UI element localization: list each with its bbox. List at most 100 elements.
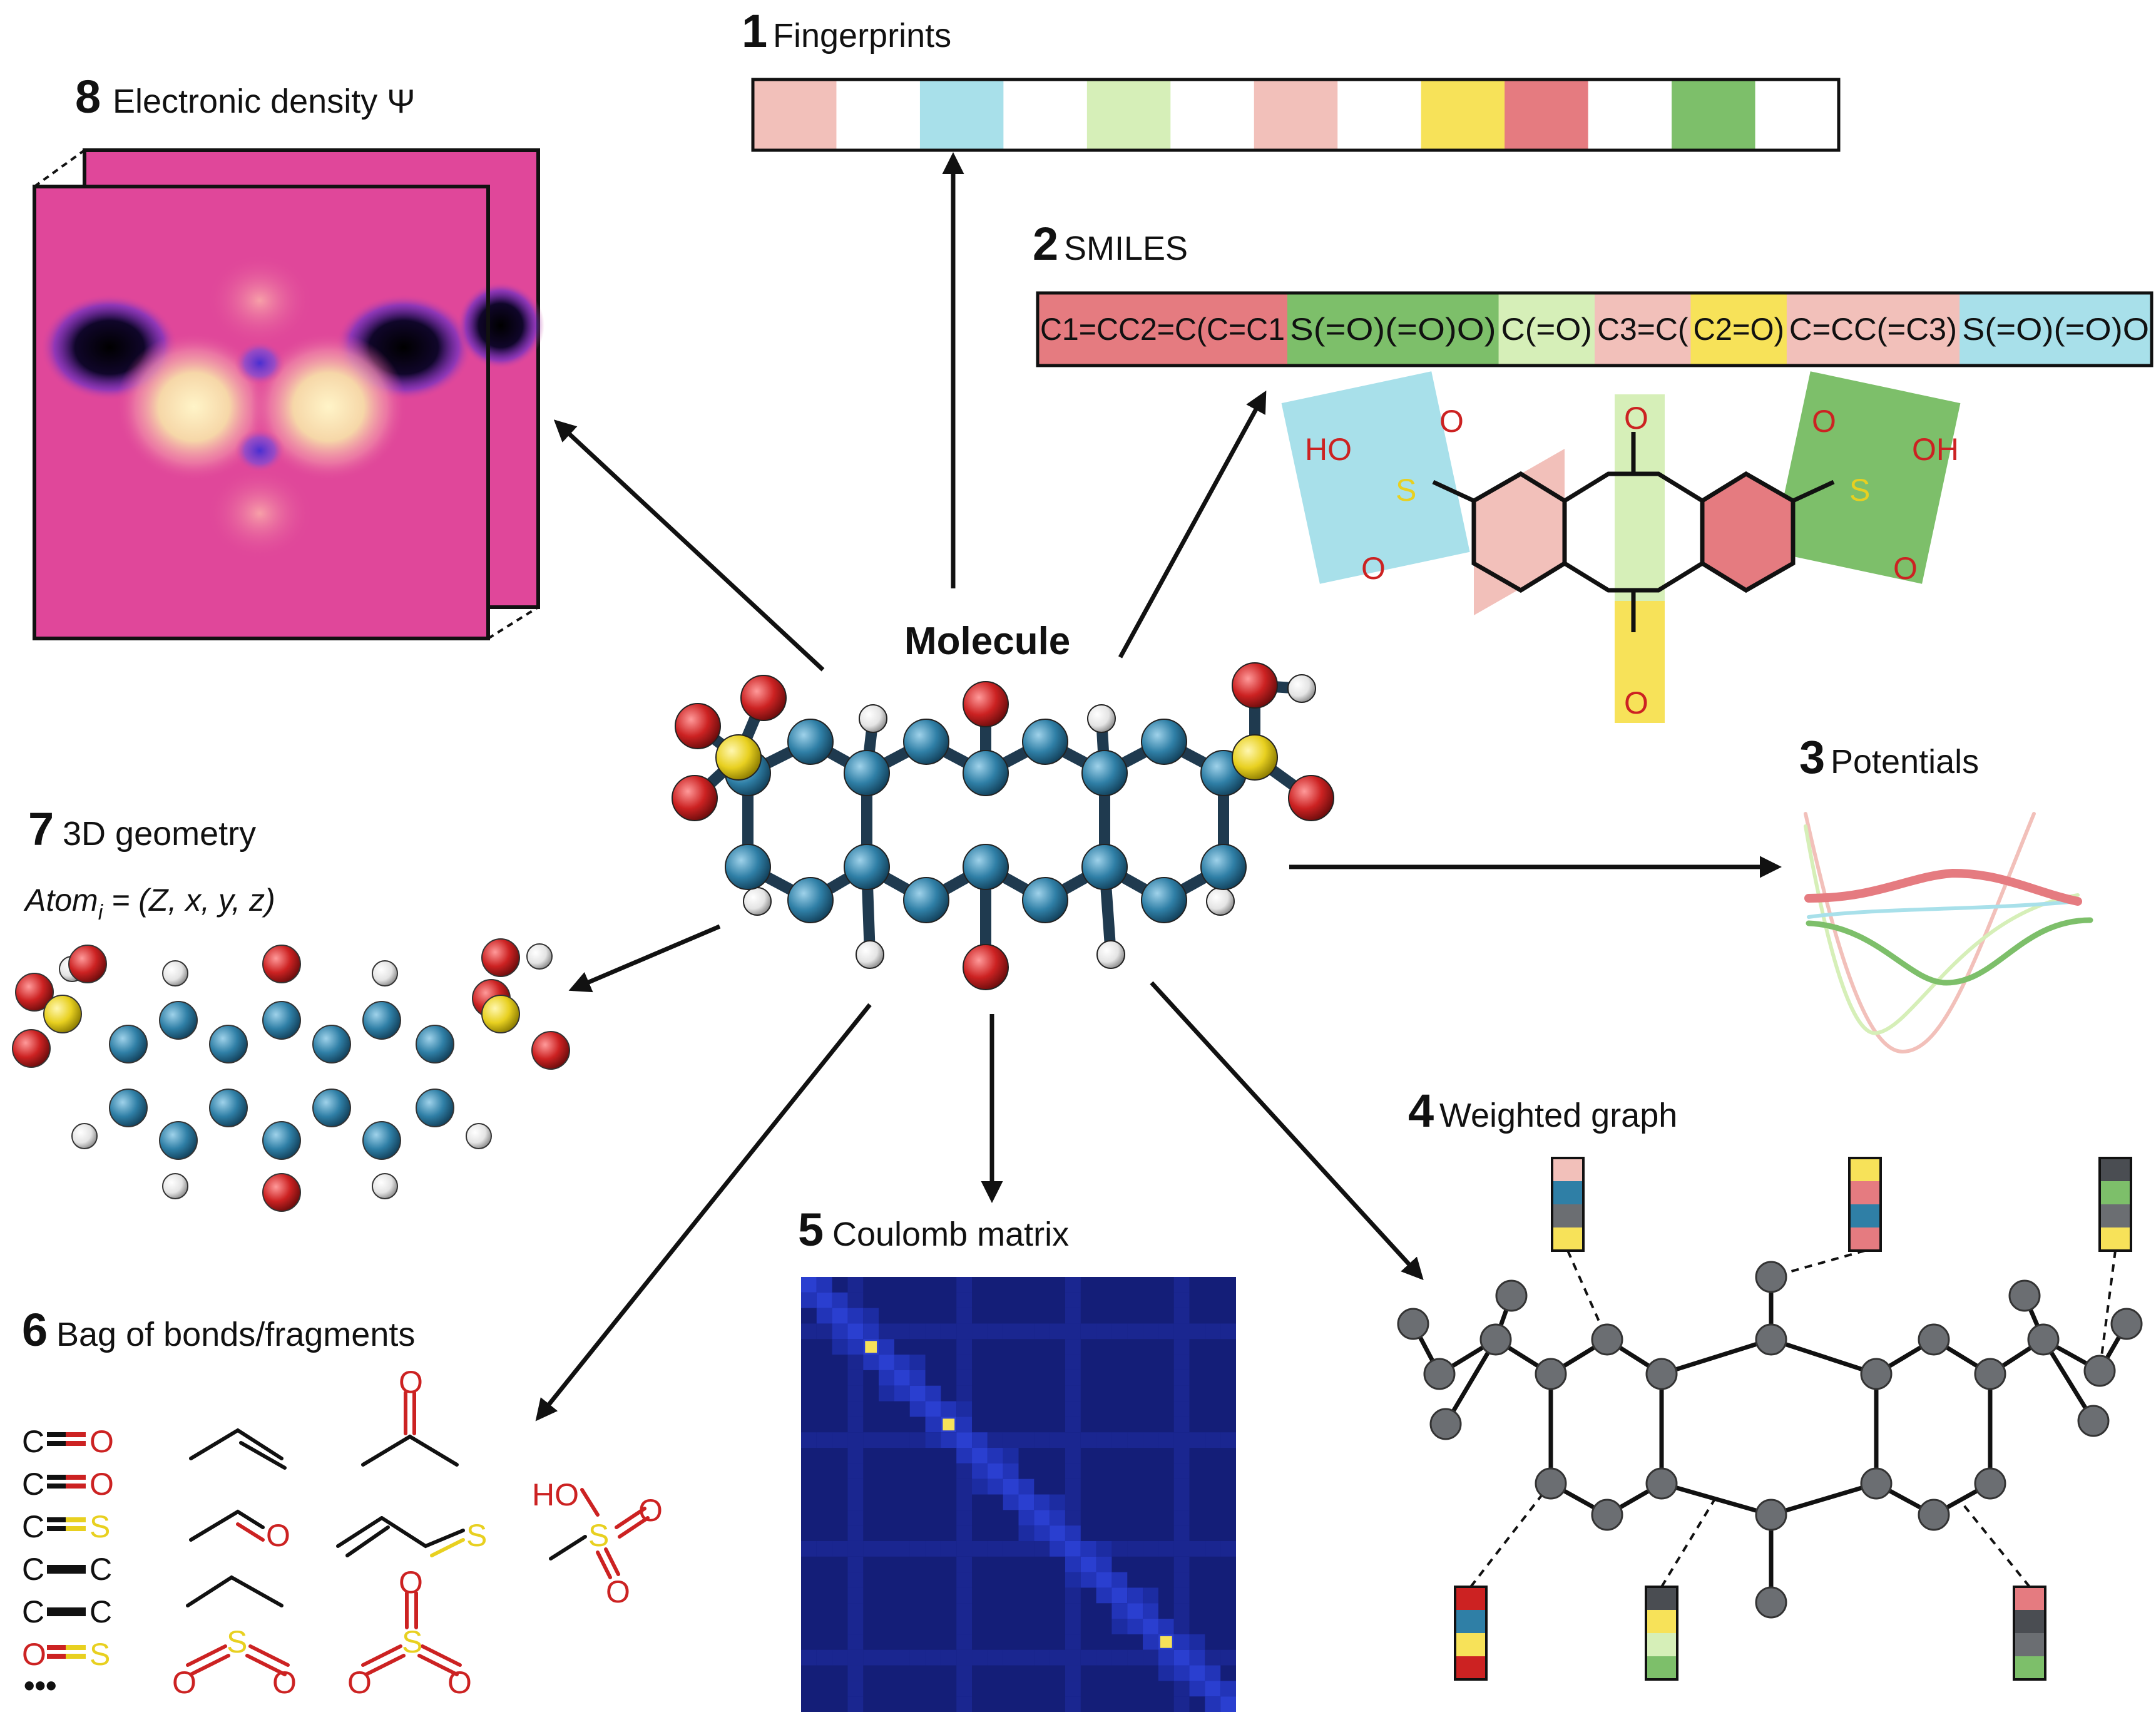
bond-line [47,1526,66,1531]
potentials-title: Potentials [1831,743,1979,781]
matrix-cell [1158,1432,1174,1448]
sulfur-atom [715,734,762,781]
carbon-atom [262,1001,301,1040]
bond-atom-a: C [22,1467,44,1502]
coulomb-matrix-title: Coulomb matrix [832,1216,1069,1253]
matrix-cell [1065,1463,1081,1479]
bond-atom-b: S [89,1637,110,1672]
highlight-carbonyl-bottom [1615,601,1665,723]
matrix-cell [1189,1323,1205,1340]
coulomb-matrix-number: 5 [798,1204,824,1256]
matrix-cell [847,1277,864,1293]
matrix-cell [1158,1540,1174,1557]
matrix-cell [1018,1432,1035,1448]
matrix-cell [909,1385,926,1402]
smiles-segment: C=CC(=C3) [1789,312,1957,347]
svg-text:O: O [638,1493,663,1528]
graph-node [2027,1323,2060,1356]
matrix-cell [1096,1572,1112,1588]
matrix-cell [847,1448,864,1463]
arrow-to-3d-geometry [568,924,721,993]
carbonyl-oxygen-bottom: O [1624,685,1648,720]
matrix-cell [1173,1681,1190,1697]
arrow-to-electronic-density [553,419,825,672]
matrix-cell [1034,1649,1050,1666]
matrix-cell [1034,1540,1050,1557]
matrix-cell [801,1540,817,1557]
matrix-cell [1143,1432,1158,1448]
matrix-cell [1080,1649,1096,1666]
svg-text:HO: HO [532,1477,579,1512]
matrix-cell [801,1323,817,1340]
feature-cell [1552,1158,1583,1181]
fingerprints-title: Fingerprints [773,17,951,54]
matrix-cell [1173,1619,1190,1634]
feature-vector [1848,1157,1882,1252]
graph-node [1918,1323,1950,1356]
arrows [535,152,1782,1422]
matrix-cell [847,1370,864,1386]
matrix-cell [847,1681,864,1697]
matrix-cell [1065,1494,1081,1510]
matrix-peak-cell [865,1341,877,1353]
matrix-cell [1189,1634,1205,1650]
matrix-cell [956,1417,973,1433]
feature-cell [2014,1633,2045,1656]
matrix-cell [941,1432,957,1448]
hydrogen-atom [1087,704,1116,733]
oxygen-atom [1232,662,1278,709]
svg-text:S: S [466,1518,487,1553]
matrix-cell [1034,1510,1050,1526]
oxygen-atom [262,945,301,983]
matrix-cell [1205,1649,1221,1666]
potential-curve-pink-faint [1804,812,2036,1054]
matrix-cell [1003,1494,1019,1510]
hydroxyl-left: HO [1305,432,1352,467]
svg-text:O: O [347,1665,372,1700]
bond-line [47,1484,66,1489]
bond-line [47,1432,66,1437]
smiles-segment: S(=O)(=O)O [1962,312,2149,347]
graph-node [1591,1499,1623,1531]
fingerprint-outline [751,78,1841,152]
feature-cell [2014,1587,2045,1610]
sulfur-atom [481,995,520,1033]
carbon-atom [963,750,1009,796]
smiles-segment: C(=O) [1501,312,1592,347]
matrix-cell [1065,1355,1081,1370]
oxygen-atom [1288,775,1334,821]
carbon-atom [312,1025,351,1063]
feature-cell [2100,1204,2131,1227]
matrix-cell [1189,1649,1205,1666]
matrix-cell [1003,1432,1019,1448]
molecule-bonds [689,680,1317,973]
ring-right [1700,471,1796,593]
matrix-cell [1050,1432,1065,1448]
bond-atom-b: S [89,1509,110,1544]
smiles-number: 2 [1033,218,1058,270]
matrix-cell [1143,1619,1158,1634]
feature-link [1958,1498,2031,1588]
fingerprint-bit [836,79,921,150]
feature-link [1770,1249,1866,1278]
bag-of-bonds-number: 6 [22,1304,48,1356]
feature-cell [1849,1158,1881,1181]
matrix-cell [1220,1696,1236,1712]
svg-text:S: S [227,1624,247,1659]
matrix-cell [1096,1432,1112,1448]
matrix-cell [1065,1339,1081,1355]
fingerprint-bit [1588,79,1672,150]
matrix-cell [987,1540,1003,1557]
graph-node [1974,1467,2006,1500]
matrix-cell [956,1339,973,1355]
bond-line [47,1607,86,1616]
carbon-atom [1022,719,1068,765]
matrix-cell [1080,1432,1096,1448]
matrix-cell [832,1308,848,1324]
matrix-cell [1065,1510,1081,1526]
matrix-cell [1111,1649,1128,1666]
feature-cell [2014,1656,2045,1679]
svg-text:S: S [588,1518,609,1553]
matrix-cell [1127,1432,1143,1448]
